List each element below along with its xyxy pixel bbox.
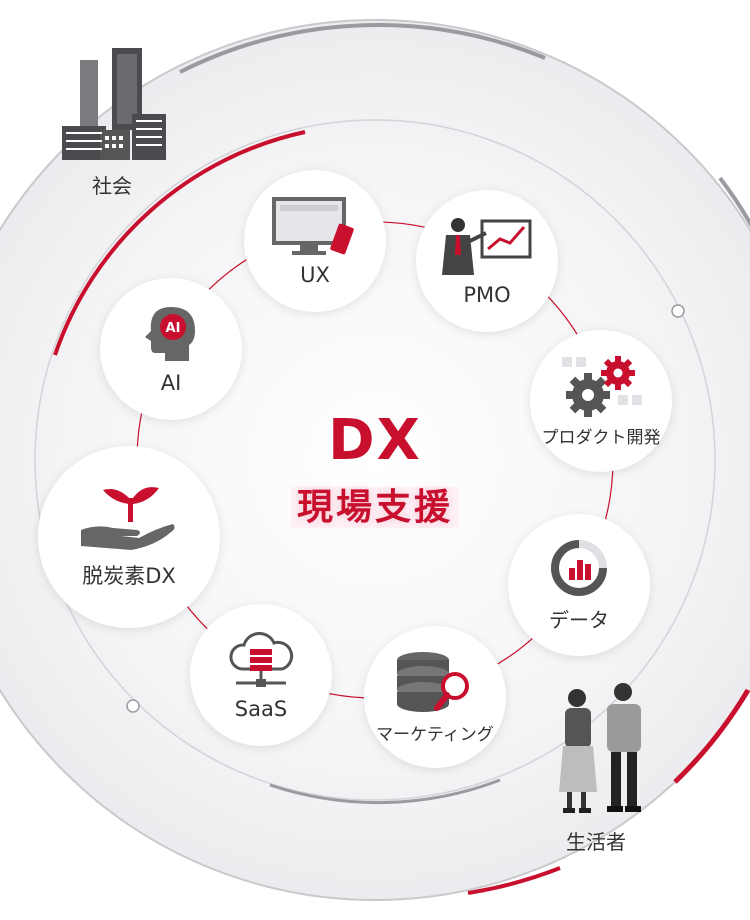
center-subtitle-text: 現場支援	[290, 487, 459, 528]
cloud-server-icon	[229, 632, 294, 687]
consumer-label: 生活者	[566, 830, 626, 854]
node-data-label: データ	[549, 607, 609, 632]
node-saas-label: SaaS	[234, 697, 288, 721]
node-decarbon-label: 脱炭素DX	[82, 564, 176, 588]
outer-red-arc-br	[673, 688, 750, 784]
presenter-chart-icon	[442, 218, 532, 275]
node-marketing[interactable]: マーケティング	[364, 626, 506, 768]
glow-disc	[0, 20, 750, 900]
node-pmo[interactable]: PMO	[416, 190, 558, 332]
society-illustration	[60, 48, 170, 168]
outer-ring	[0, 19, 750, 901]
monitor-phone-icon	[272, 197, 354, 255]
donut-chart-icon	[551, 539, 607, 596]
buildings-icon	[62, 48, 166, 160]
people-icon	[559, 683, 641, 813]
node-product-label: プロダクト開発	[541, 427, 661, 448]
node-ai-label: AI	[160, 371, 182, 395]
node-data[interactable]: データ	[508, 514, 650, 656]
outer-arc-right	[718, 176, 750, 228]
society-label: 社会	[92, 174, 132, 198]
node-pmo-label: PMO	[463, 283, 511, 307]
ai-head-icon: AI	[145, 307, 195, 361]
node-ux[interactable]: UX	[244, 170, 386, 312]
database-search-icon	[397, 651, 469, 712]
node-decarbon[interactable]: 脱炭素DX	[38, 446, 220, 628]
center-subtitle: 現場支援	[0, 478, 750, 530]
second-gray-arc-bottom	[269, 778, 501, 805]
second-red-arc	[53, 130, 306, 356]
ai-badge-text: AI	[166, 321, 181, 336]
ring-dot-right	[671, 304, 685, 318]
node-product[interactable]: プロダクト開発	[530, 330, 672, 472]
second-ring	[34, 119, 716, 801]
outer-arc-top	[179, 23, 546, 74]
ring-dot-left	[126, 699, 140, 713]
bottom-red-arc	[467, 866, 561, 895]
node-ux-label: UX	[300, 263, 330, 287]
center-title: DX	[328, 408, 422, 473]
gears-icon	[562, 355, 642, 417]
node-marketing-label: マーケティング	[376, 724, 494, 745]
node-saas[interactable]: SaaS	[190, 604, 332, 746]
hand-sprout-icon	[81, 487, 175, 550]
node-ai[interactable]: AI AI	[100, 278, 242, 420]
consumer-illustration	[555, 680, 655, 820]
